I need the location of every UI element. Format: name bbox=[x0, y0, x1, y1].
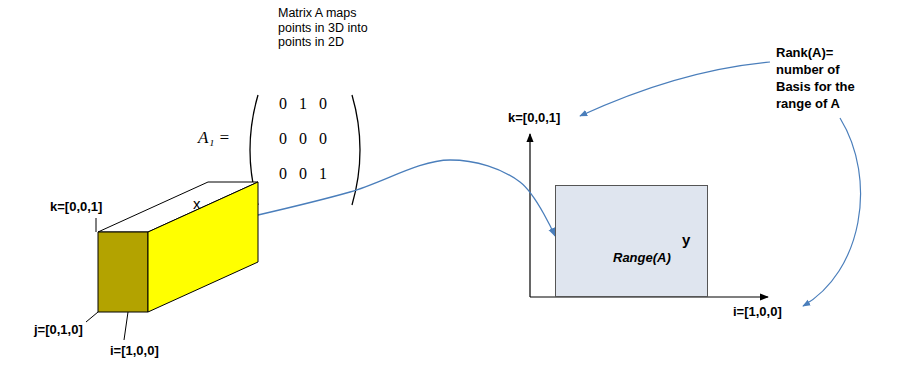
note-text: Matrix A maps points in 3D into points i… bbox=[278, 6, 390, 50]
leader-arrow bbox=[803, 118, 861, 306]
cuboid-side-face bbox=[148, 182, 258, 312]
axis-j-stub bbox=[86, 312, 98, 322]
cuboid-outline bbox=[98, 182, 258, 312]
matrix-cell: 1 bbox=[319, 165, 327, 183]
matrix-name: A₁ = bbox=[198, 128, 230, 148]
mapping-arrow bbox=[258, 160, 555, 236]
matrix-cell: 0 bbox=[299, 165, 307, 183]
matrix-cell: 0 bbox=[319, 130, 327, 148]
range-box: yRange(A) bbox=[555, 185, 708, 297]
matrix-cell: 0 bbox=[279, 95, 287, 113]
axis-i-stub bbox=[124, 312, 128, 340]
axis-label: i=[1,0,0] bbox=[110, 343, 159, 358]
axis-k bbox=[529, 134, 530, 297]
region-label: Range(A) bbox=[613, 250, 671, 265]
matrix-cell: 1 bbox=[299, 95, 307, 113]
axis-label: k=[0,0,1] bbox=[508, 110, 560, 125]
axis-label: j=[0,1,0] bbox=[34, 322, 83, 337]
axis-label: i=[1,0,0] bbox=[733, 304, 782, 319]
matrix-cell: 0 bbox=[279, 130, 287, 148]
matrix-cell: 0 bbox=[319, 95, 327, 113]
axis-k-stub bbox=[96, 218, 97, 232]
matrix-cell: 0 bbox=[279, 165, 287, 183]
cuboid-end-face bbox=[98, 232, 148, 312]
cuboid-shape: x bbox=[98, 182, 258, 312]
matrix-cell: 0 bbox=[299, 130, 307, 148]
axis-label: k=[0,0,1] bbox=[50, 199, 102, 214]
point-label: y bbox=[682, 231, 690, 248]
leader-arrow bbox=[580, 62, 770, 116]
point-label: x bbox=[193, 195, 201, 212]
callout-text: Rank(A)= number of Basis for the range o… bbox=[776, 44, 872, 112]
